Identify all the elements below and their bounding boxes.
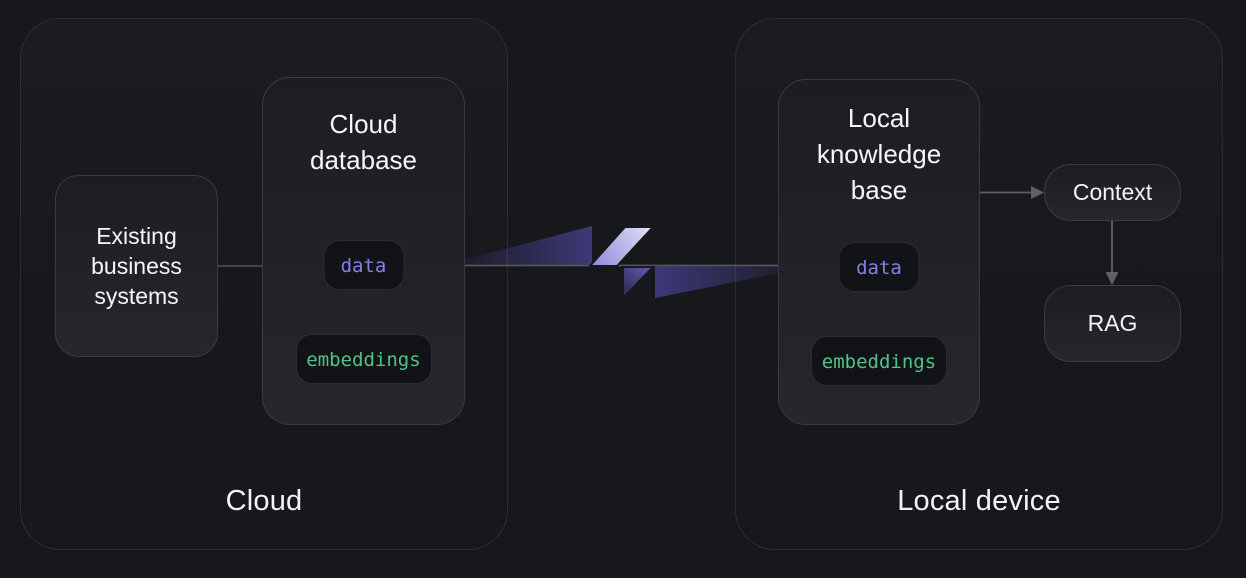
kb-data-pill: data xyxy=(838,242,920,292)
local-device-group-label: Local device xyxy=(897,485,1061,517)
existing-business-systems-node: Existing business systems xyxy=(55,175,218,357)
clouddb-embeddings-pill: embeddings xyxy=(295,334,432,384)
local-knowledge-base-title: Local knowledge base xyxy=(816,103,942,205)
context-label: Context xyxy=(1072,179,1153,205)
clouddb-data-pill: data xyxy=(323,240,404,290)
cloud-database-title: Cloud database xyxy=(310,109,417,175)
rag-node: RAG xyxy=(1044,285,1181,362)
existing-business-systems-label: Existing business systems xyxy=(91,223,182,309)
context-node: Context xyxy=(1044,164,1181,221)
kb-embeddings-pill: embeddings xyxy=(811,336,947,386)
cloud-group-label: Cloud xyxy=(225,485,303,517)
lightning-bolt-icon xyxy=(587,226,656,301)
local-knowledge-base-node: Local knowledge base data embeddings xyxy=(778,79,980,425)
rag-label: RAG xyxy=(1087,310,1138,336)
cloud-database-node: Cloud database data embeddings xyxy=(262,77,465,425)
